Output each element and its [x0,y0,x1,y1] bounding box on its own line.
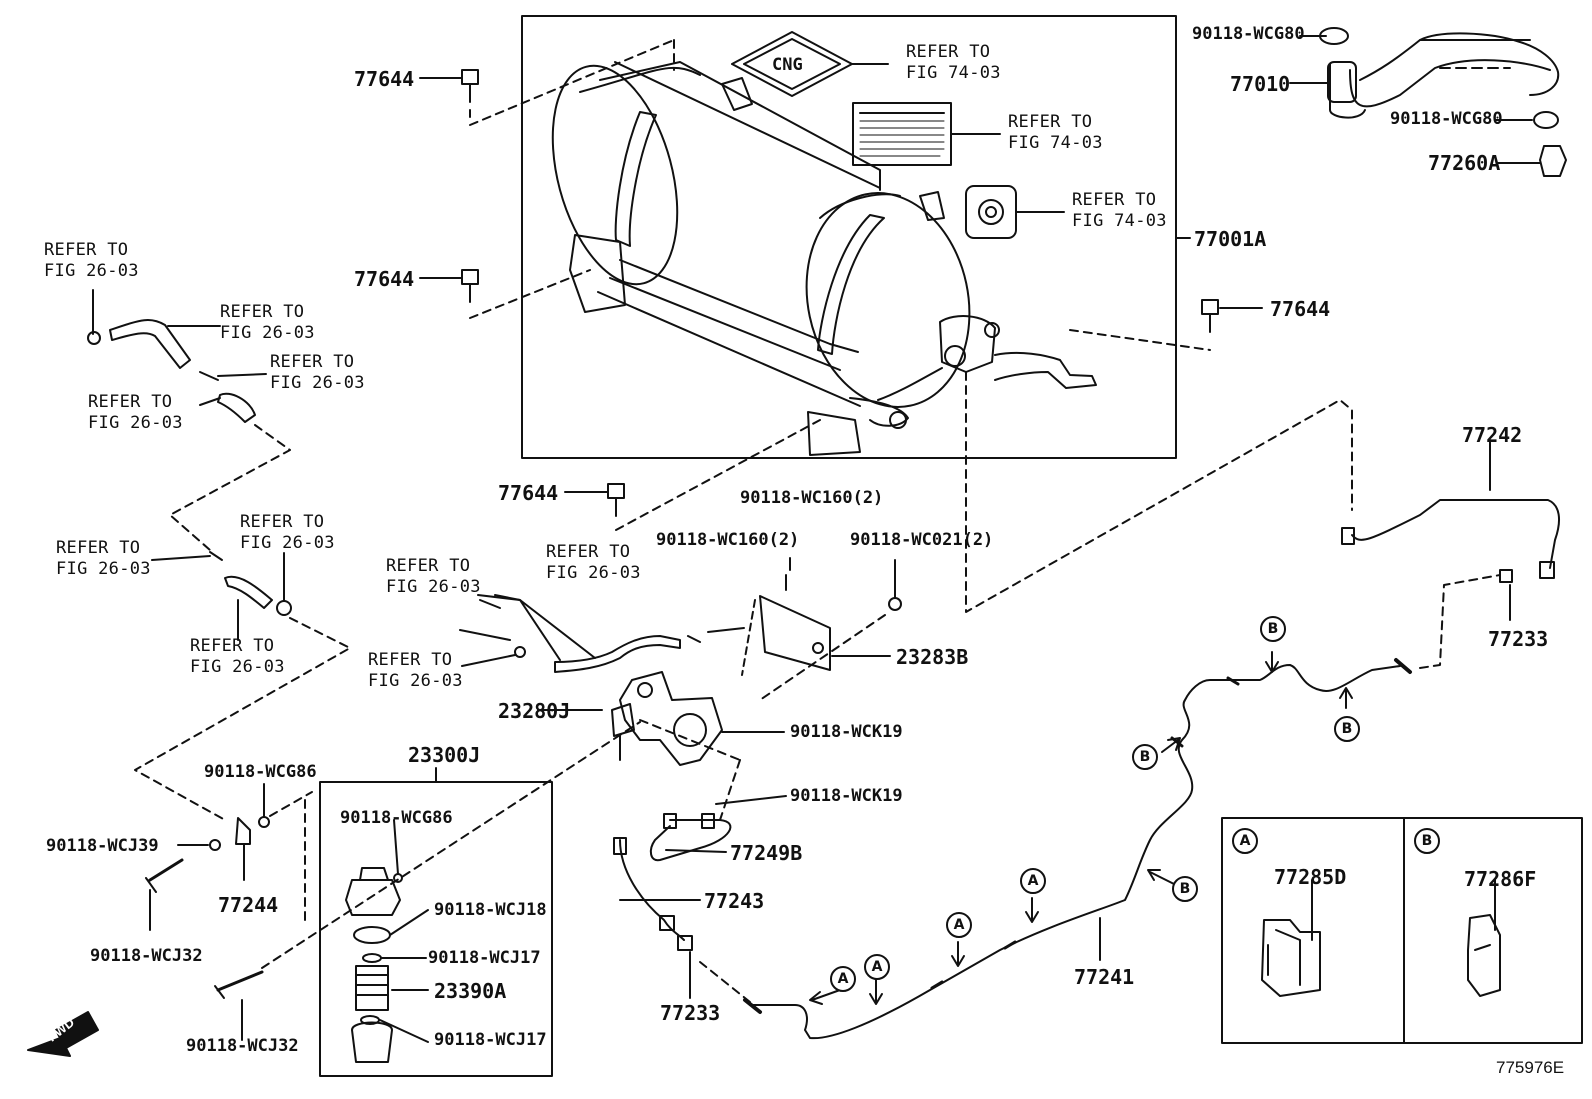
fitting-77244-group [145,721,641,1041]
fwd-arrow [27,1011,99,1057]
callout-a-4[interactable]: A [1020,868,1046,894]
detail-callout-b[interactable]: B [1414,828,1440,854]
callout-b-2[interactable]: B [1132,744,1158,770]
refer-fig26-1[interactable]: REFER TO FIG 26-03 [44,240,139,281]
regulator-group [461,557,902,821]
part-wck19-label-b[interactable]: 90118-WCK19 [790,786,903,806]
callout-a-3[interactable]: A [946,912,972,938]
cng-text: CNG [772,55,803,75]
part-77644-label-b[interactable]: 77644 [354,267,415,291]
pipe-77241 [743,574,1501,1040]
part-wcg86-label-a[interactable]: 90118-WCG86 [204,762,317,782]
part-77244-label[interactable]: 77244 [218,893,279,917]
bolt-77644-a [419,39,675,126]
fwd-label: FWD [44,1014,78,1045]
refer-fig26-c3[interactable]: REFER TO FIG 26-03 [368,650,463,691]
part-77286F-label[interactable]: 77286F [1464,867,1537,891]
filter-box-23300J [319,767,553,1077]
part-wcg80-label-b[interactable]: 90118-WCG80 [1390,109,1503,129]
bolt-77644-b [419,269,591,319]
callout-b-1[interactable]: B [1172,876,1198,902]
refer-fig26-7[interactable]: REFER TO FIG 26-03 [190,636,285,677]
clamp-77285D [1261,879,1321,997]
part-23283B-label[interactable]: 23283B [896,645,969,669]
part-wcj32-label-a[interactable]: 90118-WCJ32 [90,946,203,966]
refer-fig26-5[interactable]: REFER TO FIG 26-03 [240,512,335,553]
bolt-77644-d [564,419,821,531]
part-77249B-label[interactable]: 77249B [730,841,803,865]
part-wck19-label-a[interactable]: 90118-WCK19 [790,722,903,742]
refer-fig26-6[interactable]: REFER TO FIG 26-03 [56,538,151,579]
part-wcj17-label-b[interactable]: 90118-WCJ17 [434,1030,547,1050]
callout-a-1[interactable]: A [830,966,856,992]
part-77260A-label[interactable]: 77260A [1428,151,1501,175]
left-hose-group [87,289,351,821]
part-wcj32-label-b[interactable]: 90118-WCJ32 [186,1036,299,1056]
refer-fig26-3[interactable]: REFER TO FIG 26-03 [270,352,365,393]
figure-code: 775976E [1496,1058,1565,1077]
detail-box [1221,817,1583,1044]
part-77010-label[interactable]: 77010 [1230,72,1291,96]
part-77644-label-d[interactable]: 77644 [498,481,559,505]
part-77285D-label[interactable]: 77285D [1274,865,1347,889]
part-77001A-label[interactable]: 77001A [1194,227,1267,251]
hose-77249B-group [613,795,787,1003]
clamp-77286F [1467,879,1501,997]
cng-tank [551,61,1097,456]
refer-fig74-valve[interactable]: REFER TO FIG 74-03 [1072,190,1167,231]
refer-fig26-2[interactable]: REFER TO FIG 26-03 [220,302,315,343]
refer-fig74-warning[interactable]: REFER TO FIG 74-03 [1008,112,1103,153]
cng-label-diamond [731,31,889,97]
part-23390A-label[interactable]: 23390A [434,979,507,1003]
callout-a-2[interactable]: A [864,954,890,980]
callout-b-3[interactable]: B [1260,616,1286,642]
hose-77010-group [1289,27,1567,177]
refer-fig26-4[interactable]: REFER TO FIG 26-03 [88,392,183,433]
warning-label-plate [852,102,1001,166]
dash-valve-down [965,371,1353,613]
callout-b-4[interactable]: B [1334,716,1360,742]
detail-callout-a[interactable]: A [1232,828,1258,854]
part-77233-label-b[interactable]: 77233 [1488,627,1549,651]
arrows [809,651,1353,1005]
part-77644-label-c[interactable]: 77644 [1270,297,1331,321]
part-wcj17-label-a[interactable]: 90118-WCJ17 [428,948,541,968]
refer-fig26-c2[interactable]: REFER TO FIG 26-03 [546,542,641,583]
part-77241-label[interactable]: 77241 [1074,965,1135,989]
part-wcg80-label-a[interactable]: 90118-WCG80 [1192,24,1305,44]
part-wcj39-label[interactable]: 90118-WCJ39 [46,836,159,856]
pipe-77242 [1341,439,1561,621]
part-wcg86-label-b[interactable]: 90118-WCG86 [340,808,453,828]
refer-fig74-cng[interactable]: REFER TO FIG 74-03 [906,42,1001,83]
part-77233-label-a[interactable]: 77233 [660,1001,721,1025]
part-77242-label[interactable]: 77242 [1462,423,1523,447]
part-wcj18-label[interactable]: 90118-WCJ18 [434,900,547,920]
part-wc021-label[interactable]: 90118-WC021(2) [850,530,994,550]
valve-label-plate [965,185,1065,239]
part-wc160-label-a[interactable]: 90118-WC160(2) [740,488,884,508]
part-wc160-label-b[interactable]: 90118-WC160(2) [656,530,800,550]
refer-fig26-c1[interactable]: REFER TO FIG 26-03 [386,556,481,597]
bolt-77644-c [1069,299,1263,351]
part-77243-label[interactable]: 77243 [704,889,765,913]
part-77644-label-a[interactable]: 77644 [354,67,415,91]
part-23280J-label[interactable]: 23280J [498,699,571,723]
part-23300J-label[interactable]: 23300J [408,743,481,767]
